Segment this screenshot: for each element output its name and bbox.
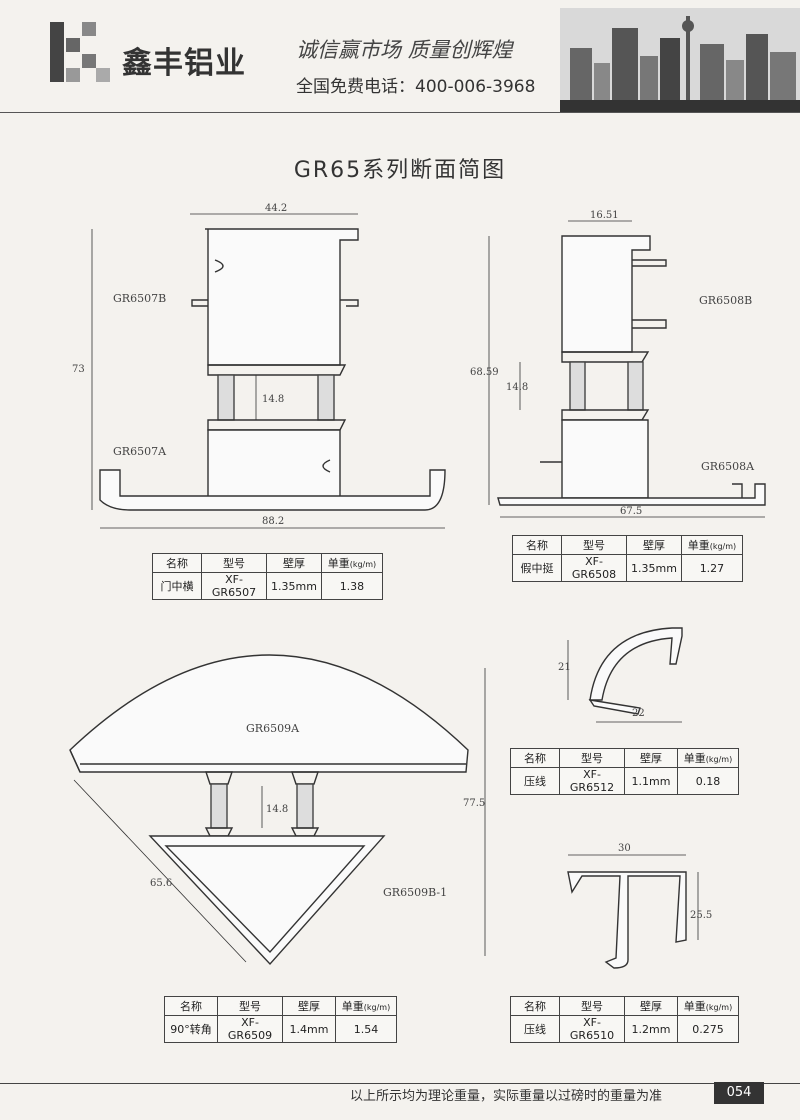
city-skyline-icon (560, 8, 800, 112)
table-row: 压线 XF-GR6512 1.1mm 0.18 (510, 767, 739, 795)
company-logo-icon (50, 22, 110, 82)
spec-table-gr6510: 名称 型号 壁厚 单重(kg/m) 压线 XF-GR6510 1.2mm 0.2… (510, 996, 739, 1043)
gr6509-profile-drawing (69, 654, 486, 966)
gr6507-width-top-dim: 44.2 (265, 203, 287, 214)
gr6507-profile-drawing (91, 213, 446, 529)
gr6509-height-dim: 77.5 (463, 798, 485, 809)
footer-divider (0, 1083, 800, 1084)
col-weight: 单重(kg/m) (320, 553, 383, 573)
table-row: 假中挺 XF-GR6508 1.35mm 1.27 (512, 554, 743, 582)
col-thickness: 壁厚 (266, 553, 322, 573)
gr6507-gap-dim: 14.8 (262, 394, 284, 405)
gr6509-diag-dim: 65.6 (150, 878, 172, 889)
spec-table-gr6509: 名称 型号 壁厚 单重(kg/m) 90°转角 XF-GR6509 1.4mm … (164, 996, 397, 1043)
gr6509b-label: GR6509B-1 (383, 886, 447, 899)
table-row: 压线 XF-GR6510 1.2mm 0.275 (510, 1015, 739, 1043)
page-title: GR65系列断面简图 (293, 158, 507, 183)
gr6508-profile-drawing (488, 220, 766, 518)
gr6509-gap-dim: 14.8 (266, 804, 288, 815)
brand-name: 鑫丰铝业 (122, 46, 246, 81)
spec-table-gr6512: 名称 型号 壁厚 单重(kg/m) 压线 XF-GR6512 1.1mm 0.1… (510, 748, 739, 795)
spec-table-gr6508: 名称 型号 壁厚 单重(kg/m) 假中挺 XF-GR6508 1.35mm 1… (512, 535, 743, 582)
gr6512-profile-drawing (567, 627, 683, 723)
gr6512-width-dim: 22 (632, 708, 645, 719)
col-model: 型号 (201, 553, 267, 573)
page-header: 鑫丰铝业 诚信赢市场 质量创辉煌 全国免费电话：400-006-3968 (0, 0, 800, 112)
gr6508a-label: GR6508A (701, 460, 755, 473)
gr6507a-label: GR6507A (113, 445, 167, 458)
slogan: 诚信赢市场 质量创辉煌 (296, 38, 513, 62)
gr6510-height-dim: 25.5 (690, 910, 712, 921)
gr6508-width-top-dim: 16.51 (590, 210, 619, 221)
gr6508-height-dim: 68.59 (470, 367, 499, 378)
gr6508b-label: GR6508B (699, 294, 752, 307)
gr6512-height-dim: 21 (558, 662, 571, 673)
gr6509a-label: GR6509A (246, 722, 300, 735)
gr6510-profile-drawing (567, 854, 699, 969)
page-number: 054 (714, 1082, 764, 1104)
col-name: 名称 (152, 553, 202, 573)
spec-table-gr6507: 名称 型号 壁厚 单重(kg/m) 门中横 XF-GR6507 1.35mm 1… (152, 553, 383, 600)
gr6507b-label: GR6507B (113, 292, 166, 305)
gr6507-height-dim: 73 (72, 364, 85, 375)
gr6507-width-bottom-dim: 88.2 (262, 516, 284, 527)
gr6510-width-dim: 30 (618, 843, 631, 854)
table-row: 门中横 XF-GR6507 1.35mm 1.38 (152, 572, 383, 600)
table-row: 90°转角 XF-GR6509 1.4mm 1.54 (164, 1015, 397, 1043)
footer-note: 以上所示均为理论重量，实际重量以过磅时的重量为准 (350, 1089, 663, 1104)
gr6508-width-bottom-dim: 67.5 (620, 506, 642, 517)
header-divider (0, 112, 800, 113)
hotline: 全国免费电话：400-006-3968 (296, 77, 536, 97)
gr6508-gap-dim: 14.8 (506, 382, 528, 393)
